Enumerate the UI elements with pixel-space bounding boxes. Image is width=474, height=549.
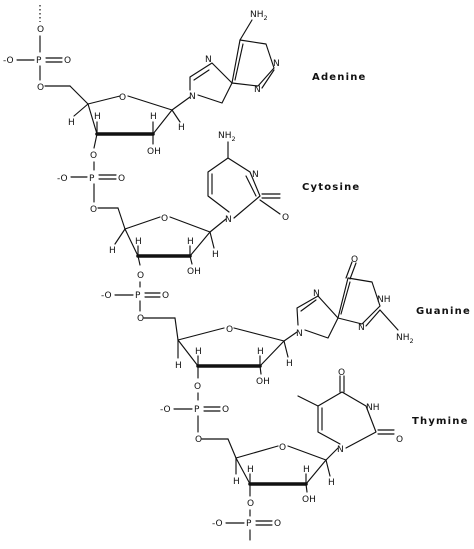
deoxyribose-ring-1: O H H H H OH — [68, 93, 185, 157]
atom-p: P — [135, 291, 141, 301]
atom-ominus: -O — [3, 56, 14, 66]
atom-o: O — [351, 255, 358, 265]
phosphate-group-3: O -O P O O — [101, 271, 179, 341]
atom-p: P — [89, 174, 95, 184]
atom-n: N — [189, 92, 196, 102]
atom-o: O — [222, 405, 229, 415]
atom-o: O — [37, 83, 44, 93]
cytosine-base: N NH2 N O Cytosine — [207, 131, 360, 233]
atom-nh2: NH2 — [396, 333, 414, 345]
atom-ominus: -O — [212, 519, 223, 529]
atom-oh: OH — [302, 495, 316, 505]
atom-p: P — [36, 56, 42, 66]
atom-o: O — [162, 291, 169, 301]
label-guanine: Guanine — [416, 306, 471, 317]
atom-h: H — [150, 112, 157, 122]
atom-nh: NH — [377, 295, 391, 305]
atom-o: O — [137, 271, 144, 281]
atom-h: H — [195, 347, 202, 357]
atom-o: O — [137, 314, 144, 324]
atom-n: N — [296, 329, 303, 339]
atom-h: H — [135, 237, 142, 247]
atom-nh2: NH2 — [250, 10, 268, 22]
atom-o: O — [338, 368, 345, 378]
atom-ominus: -O — [101, 291, 112, 301]
atom-n: N — [337, 445, 344, 455]
phosphate-group-5: O -O P O — [212, 499, 281, 541]
atom-oh: OH — [187, 267, 201, 277]
atom-h: H — [175, 361, 182, 371]
thymine-base: N O NH O Thymine — [297, 368, 469, 461]
deoxyribose-ring-3: O H H H H OH — [175, 325, 293, 387]
label-thymine: Thymine — [412, 416, 469, 427]
atom-h: H — [247, 465, 254, 475]
adenine-base: N N NH2 N N Adenine — [171, 10, 367, 111]
phosphate-group-1: O -O P O O — [3, 5, 89, 105]
atom-n: N — [313, 289, 320, 299]
atom-o: O — [279, 443, 286, 453]
atom-oh: OH — [147, 147, 161, 157]
atom-h: H — [286, 359, 293, 369]
atom-o: O — [90, 151, 97, 161]
deoxyribose-ring-2: O H H H H OH — [109, 214, 219, 277]
atom-n: N — [358, 323, 365, 333]
atom-o: O — [396, 435, 403, 445]
atom-o: O — [274, 519, 281, 529]
label-adenine: Adenine — [312, 72, 367, 83]
atom-o: O — [195, 435, 202, 445]
atom-n: N — [225, 215, 232, 225]
atom-h: H — [109, 246, 116, 256]
phosphate-group-2: O -O P O O — [57, 151, 126, 230]
atom-h: H — [178, 123, 185, 133]
label-cytosine: Cytosine — [302, 182, 360, 193]
atom-h: H — [212, 250, 219, 260]
atom-h: H — [257, 347, 264, 357]
atom-o: O — [247, 499, 254, 509]
atom-n: N — [205, 55, 212, 65]
atom-p: P — [246, 519, 252, 529]
atom-n: N — [273, 59, 280, 69]
atom-o: O — [194, 382, 201, 392]
atom-o: O — [226, 325, 233, 335]
deoxyribose-ring-4: O H H H H OH — [233, 443, 335, 505]
atom-n: N — [252, 170, 259, 180]
atom-o: O — [118, 174, 125, 184]
guanine-base: N N O N NH NH2 Guanine — [283, 255, 471, 345]
atom-n: N — [254, 85, 261, 95]
atom-h: H — [328, 478, 335, 488]
atom-o: O — [90, 205, 97, 215]
atom-h: H — [68, 118, 75, 128]
atom-ominus: -O — [160, 405, 171, 415]
atom-ominus: -O — [57, 174, 68, 184]
atom-h: H — [187, 237, 194, 247]
atom-o: O — [64, 56, 71, 66]
atom-nh: NH — [366, 403, 380, 413]
atom-o: O — [37, 25, 44, 35]
atom-h: H — [233, 477, 240, 487]
atom-oh: OH — [256, 377, 270, 387]
atom-o: O — [161, 214, 168, 224]
atom-o: O — [282, 213, 289, 223]
atom-h: H — [94, 112, 101, 122]
atom-nh2: NH2 — [218, 131, 236, 143]
phosphate-group-4: O -O P O O — [160, 382, 237, 459]
atom-o: O — [119, 93, 126, 103]
atom-h: H — [303, 465, 310, 475]
atom-p: P — [194, 405, 200, 415]
